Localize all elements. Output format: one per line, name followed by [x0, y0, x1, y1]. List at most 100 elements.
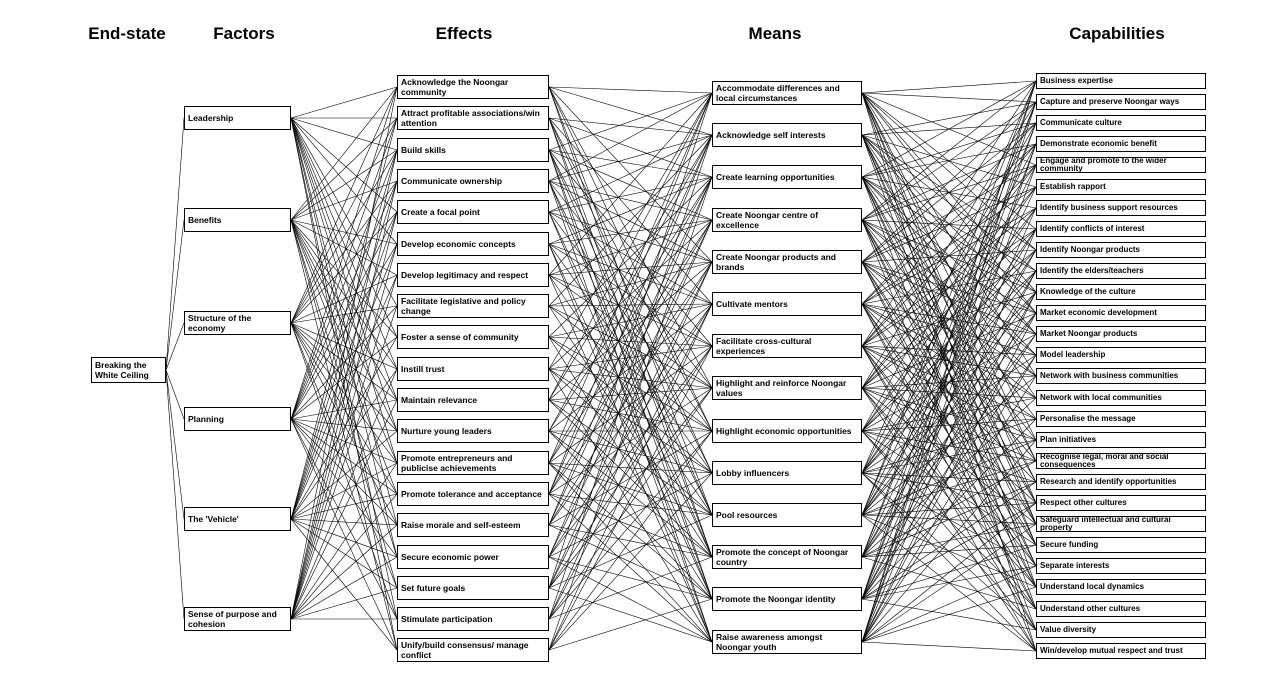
link-means-capabilities — [861, 80, 1037, 516]
link-factors-effects — [290, 117, 398, 420]
means-node-label: Create learning opportunities — [716, 172, 835, 182]
factors-node: Leadership — [184, 106, 291, 130]
link-effects-means — [548, 430, 713, 474]
link-effects-means — [548, 243, 713, 600]
link-means-capabilities — [861, 101, 1037, 136]
link-effects-means — [548, 180, 713, 558]
means-node: Facilitate cross-cultural experiences — [712, 334, 862, 358]
factors-node-label: Structure of the economy — [188, 313, 252, 333]
link-effects-means — [548, 336, 713, 474]
link-factors-effects — [290, 117, 398, 213]
link-effects-means — [548, 92, 713, 589]
link-effects-means — [548, 92, 713, 182]
link-effects-means — [548, 345, 713, 589]
link-factors-effects — [290, 86, 398, 620]
capabilities-node-label: Win/develop mutual respect and trust — [1040, 645, 1183, 655]
capabilities-node-label: Research and identify opportunities — [1040, 476, 1177, 486]
link-effects-means — [548, 387, 713, 620]
link-factors-effects — [290, 86, 398, 119]
endstate-node-label: Breaking the White Ceiling — [95, 360, 149, 380]
means-node-label: Pool resources — [716, 510, 778, 520]
link-effects-means — [548, 211, 713, 558]
capabilities-node: Identify the elders/teachers — [1036, 263, 1206, 279]
link-factors-effects — [290, 180, 398, 420]
capabilities-node: Research and identify opportunities — [1036, 474, 1206, 490]
link-effects-means — [548, 211, 713, 432]
link-factors-effects — [290, 86, 398, 221]
link-effects-means — [548, 514, 713, 589]
means-node-label: Facilitate cross-cultural experiences — [716, 336, 812, 356]
link-effects-means — [548, 243, 713, 474]
link-effects-means — [548, 462, 713, 474]
link-effects-means — [548, 86, 713, 94]
link-factors-effects — [290, 211, 398, 620]
link-factors-effects — [290, 219, 398, 338]
link-factors-effects — [290, 180, 398, 324]
link-factors-effects — [290, 149, 398, 324]
effects-node-label: Attract profitable associations/win atte… — [401, 108, 540, 128]
link-effects-means — [548, 134, 713, 401]
link-effects-means — [548, 211, 713, 600]
link-effects-means — [548, 556, 713, 643]
effects-node-label: Raise morale and self-esteem — [401, 520, 521, 530]
link-factors-effects — [290, 368, 398, 620]
link-effects-means — [548, 462, 713, 600]
effects-node-label: Nurture young leaders — [401, 426, 492, 436]
link-effects-means — [548, 134, 713, 432]
link-means-capabilities — [861, 80, 1037, 600]
link-means-capabilities — [861, 291, 1037, 643]
link-means-capabilities — [861, 354, 1037, 643]
link-effects-means — [548, 92, 713, 151]
link-factors-effects — [290, 211, 398, 420]
link-endstate-factors — [165, 369, 185, 620]
link-means-capabilities — [861, 472, 1037, 631]
means-node-label: Accommodate differences and local circum… — [716, 83, 840, 103]
effects-node: Develop economic concepts — [397, 232, 549, 256]
means-node-label: Highlight economic opportunities — [716, 426, 852, 436]
link-factors-effects — [290, 219, 398, 276]
link-factors-effects — [290, 117, 398, 520]
link-effects-means — [548, 462, 713, 643]
column-header-means: Means — [748, 24, 802, 43]
link-effects-means — [548, 149, 713, 516]
link-factors-effects — [290, 368, 398, 520]
link-means-capabilities — [861, 80, 1037, 474]
link-factors-effects — [290, 219, 398, 432]
link-effects-means — [548, 261, 713, 620]
link-factors-effects — [290, 322, 398, 464]
effects-node-label: Develop legitimacy and respect — [401, 270, 529, 280]
effects-node: Create a focal point — [397, 200, 549, 224]
link-effects-means — [548, 303, 713, 620]
link-effects-means — [548, 462, 713, 516]
link-endstate-factors — [165, 322, 185, 371]
link-effects-means — [548, 303, 713, 307]
effects-node: Unify/build consensus/ manage conflict — [397, 638, 549, 662]
link-endstate-factors — [165, 117, 185, 371]
means-node: Create Noongar centre of excellence — [712, 208, 862, 232]
link-factors-effects — [290, 219, 398, 370]
means-node-label: Lobby influencers — [716, 468, 790, 478]
link-effects-means — [548, 345, 713, 558]
link-factors-effects — [290, 117, 398, 245]
factors-node: Planning — [184, 407, 291, 431]
link-effects-means — [548, 92, 713, 276]
capabilities-node: Demonstrate economic benefit — [1036, 136, 1206, 152]
link-effects-means — [548, 430, 713, 620]
link-effects-means — [548, 134, 713, 307]
link-effects-means — [548, 399, 713, 516]
link-factors-effects — [290, 117, 398, 526]
column-header-capabilities: Capabilities — [1069, 24, 1165, 43]
capabilities-node-label: Understand other cultures — [1040, 603, 1141, 613]
link-factors-effects — [290, 493, 398, 520]
means-node-label: Highlight and reinforce Noongar values — [716, 378, 847, 398]
link-means-capabilities — [861, 80, 1037, 178]
link-factors-effects — [290, 149, 398, 620]
means-node: Create Noongar products and brands — [712, 250, 862, 274]
link-means-capabilities — [861, 641, 1037, 652]
means-node-label: Promote the Noongar identity — [716, 594, 836, 604]
link-factors-effects — [290, 211, 398, 324]
link-effects-means — [548, 274, 713, 643]
link-factors-effects — [290, 418, 398, 620]
link-means-capabilities — [861, 101, 1037, 558]
link-effects-means — [548, 261, 713, 401]
